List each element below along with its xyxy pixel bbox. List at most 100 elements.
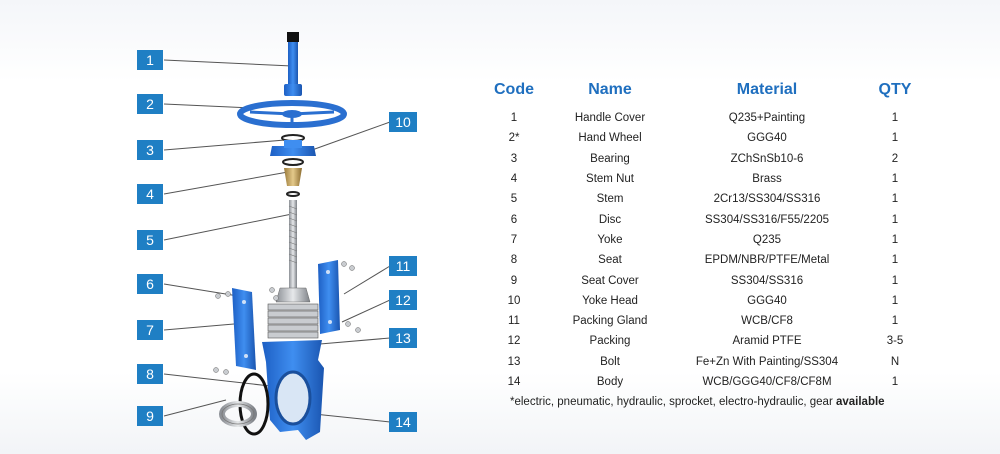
cell-code: 14: [507, 376, 521, 388]
packing-gland-right-plate: [318, 260, 340, 334]
stem-part: [288, 200, 298, 290]
cell-code: 11: [508, 315, 520, 328]
table-row: 9 Seat Cover SS304/SS316 1: [482, 270, 930, 290]
cell-qty: 1: [891, 173, 899, 186]
cell-name: Yoke Head: [582, 294, 638, 307]
callout-8: 8: [137, 364, 163, 384]
cell-material: ZChSnSb10-6: [730, 152, 804, 165]
cell-material: Q235+Painting: [728, 112, 806, 125]
cell-name: Handle Cover: [574, 112, 646, 125]
footnote: *electric, pneumatic, hydraulic, sprocke…: [510, 396, 885, 408]
table-row: 10 Yoke Head GGG40 1: [482, 291, 930, 311]
cell-name: Packing: [589, 335, 631, 348]
cell-name: Bearing: [590, 152, 630, 165]
table-row: 14 Body WCB/GGG40/CF8/CF8M 1: [482, 372, 930, 392]
cell-code: 1: [510, 112, 518, 125]
cell-code: 4: [510, 173, 518, 186]
packing-stack-part: [267, 303, 319, 339]
cell-material: SS304/SS316/F55/2205: [704, 213, 830, 226]
callout-9: 9: [137, 406, 163, 426]
cell-qty: 3-5: [886, 335, 904, 348]
callout-5: 5: [137, 230, 163, 250]
cell-qty: 1: [891, 254, 899, 267]
table-row: 5 Stem 2Cr13/SS304/SS316 1: [482, 189, 930, 209]
cell-material: Q235: [752, 233, 782, 246]
callout-6: 6: [137, 274, 163, 294]
cell-name: Stem: [596, 193, 624, 206]
yoke-left-plate: [232, 288, 256, 370]
table-row: 7 Yoke Q235 1: [482, 230, 930, 250]
cell-name: Body: [596, 376, 624, 388]
table-row: 8 Seat EPDM/NBR/PTFE/Metal 1: [482, 250, 930, 270]
seat-cover-part: [219, 401, 257, 427]
table-row: 4 Stem Nut Brass 1: [482, 169, 930, 189]
cell-name: Disc: [598, 213, 622, 226]
valve-body-part: [262, 340, 324, 440]
leader-lines: [163, 59, 391, 423]
cell-name: Bolt: [600, 355, 620, 368]
cell-code: 5: [510, 193, 518, 206]
cell-code: 10: [507, 294, 521, 307]
bolts-part: [213, 261, 361, 375]
cell-name: Seat Cover: [581, 274, 639, 287]
callout-1: 1: [137, 50, 163, 70]
cell-qty: N: [890, 355, 900, 368]
cell-qty: 1: [891, 213, 899, 226]
table-header-row: Code Name Material QTY: [482, 78, 930, 108]
cell-qty: 1: [891, 315, 899, 328]
callout-11: 11: [389, 256, 417, 276]
disc-part: [275, 287, 311, 303]
header-material: Material: [736, 81, 798, 98]
callout-2: 2: [137, 94, 163, 114]
cell-code: 7: [510, 233, 518, 246]
callout-14: 14: [389, 412, 417, 432]
handle-cover-part: [284, 32, 302, 96]
cell-qty: 1: [891, 294, 899, 307]
cell-qty: 1: [891, 233, 899, 246]
yoke-head-part: [270, 140, 316, 156]
cell-code: 8: [510, 254, 518, 267]
footnote-emphasis: available: [835, 396, 885, 408]
cell-name: Seat: [598, 254, 622, 267]
callout-10: 10: [389, 112, 417, 132]
callout-12: 12: [389, 290, 417, 310]
cell-qty: 2: [891, 152, 899, 165]
exploded-valve-diagram: [163, 32, 391, 440]
callout-13: 13: [389, 328, 417, 348]
cell-material: Brass: [752, 173, 782, 186]
cell-material: WCB/GGG40/CF8/CF8M: [702, 376, 832, 388]
cell-material: WCB/CF8: [741, 315, 793, 328]
cell-material: 2Cr13/SS304/SS316: [713, 193, 821, 206]
cell-code: 12: [507, 335, 521, 348]
cell-name: Yoke: [597, 233, 623, 246]
cell-material: SS304/SS316: [730, 274, 804, 287]
callout-7: 7: [137, 320, 163, 340]
header-qty: QTY: [878, 81, 912, 98]
cell-material: GGG40: [747, 294, 787, 307]
cell-code: 2*: [508, 132, 520, 145]
cell-qty: 1: [891, 376, 899, 388]
header-code: Code: [494, 81, 534, 98]
cell-name: Stem Nut: [586, 173, 634, 186]
hand-wheel-part: [237, 100, 347, 128]
header-name: Name: [588, 81, 632, 98]
cell-material: Aramid PTFE: [732, 335, 802, 348]
table-row: 12 Packing Aramid PTFE 3-5: [482, 331, 930, 351]
cell-material: Fe+Zn With Painting/SS304: [695, 355, 839, 368]
cell-qty: 1: [891, 193, 899, 206]
cell-name: Packing Gland: [572, 315, 648, 328]
cell-qty: 1: [891, 274, 899, 287]
cell-code: 9: [510, 274, 518, 287]
cell-qty: 1: [891, 132, 899, 145]
stem-nut-part: [284, 168, 302, 186]
footnote-text: *electric, pneumatic, hydraulic, sprocke…: [510, 396, 836, 408]
callout-4: 4: [137, 184, 163, 204]
cell-material: EPDM/NBR/PTFE/Metal: [704, 254, 830, 267]
